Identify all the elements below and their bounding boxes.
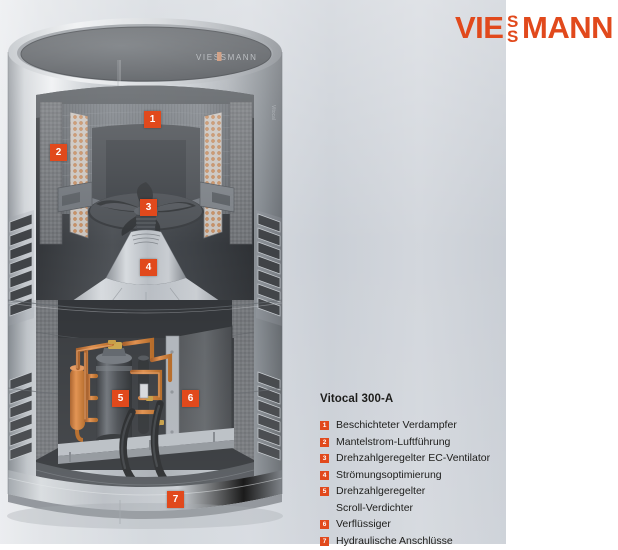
legend-label-1: Beschichteter Verdampfer <box>336 419 457 431</box>
legend-label-2: Mantelstrom-Luftführung <box>336 435 451 448</box>
air-louvers-left-lower <box>9 371 33 461</box>
legend-badge-2: 2 <box>320 437 329 447</box>
legend-badge-3: 3 <box>320 454 329 463</box>
legend-label-4: Strömungsoptimierung <box>336 468 442 481</box>
logo-double-s-top: S <box>507 12 518 31</box>
viessmann-logo: VIE S S MANN <box>455 8 613 48</box>
callout-evaporator[interactable]: 1 <box>144 111 161 128</box>
legend-item-6: 6 Verflüssiger <box>320 517 505 531</box>
legend-badge-4: 4 <box>320 470 329 480</box>
air-louvers-right-lower <box>257 371 281 461</box>
casing-wordmark: VIESSMANN <box>196 53 258 62</box>
svg-text:Vitocal: Vitocal <box>270 105 276 120</box>
air-louvers-right <box>256 210 282 326</box>
legend-item-7: 7 Hydraulische Anschlüsse <box>320 534 505 548</box>
legend-badge-7: 7 <box>320 536 329 546</box>
air-louvers-left <box>8 210 34 326</box>
legend-label-5-cont: Scroll-Verdichter <box>336 501 414 514</box>
product-illustration: VIESSMANN Vitocal <box>7 18 283 529</box>
logo-double-s-bottom: S <box>507 27 518 46</box>
legend-item-3: 3 Drehzahlgeregelter EC-Ventilator <box>320 451 505 465</box>
callout-compressor[interactable]: 5 <box>112 390 129 407</box>
callout-flow-optimisation[interactable]: 4 <box>140 259 157 276</box>
logo-text-right: MANN <box>522 10 613 45</box>
legend-badge-6: 6 <box>320 520 329 529</box>
callout-hydraulic-connections[interactable]: 7 <box>167 491 184 508</box>
legend-item-2: 2 Mantelstrom-Luftführung <box>320 435 505 449</box>
legend-label-3: Drehzahlgeregelter EC-Ventilator <box>336 452 491 464</box>
legend: Vitocal 300-A 1 Beschichteter Verdampfer… <box>320 393 505 550</box>
legend-badge-5: 5 <box>320 487 329 496</box>
callout-air-duct[interactable]: 2 <box>50 144 67 161</box>
legend-item-5-cont: Scroll-Verdichter <box>320 501 505 515</box>
legend-label-7: Hydraulische Anschlüsse <box>336 534 453 547</box>
legend-list: 1 Beschichteter Verdampfer 2 Mantelstrom… <box>320 418 505 548</box>
legend-item-1: 1 Beschichteter Verdampfer <box>320 418 505 432</box>
logo-text-left: VIE <box>455 10 503 45</box>
legend-label-6: Verflüssiger <box>336 518 391 530</box>
legend-badge-1: 1 <box>320 421 329 430</box>
legend-label-5: Drehzahlgeregelter <box>336 485 426 497</box>
legend-item-5: 5 Drehzahlgeregelter <box>320 484 505 498</box>
callout-condenser[interactable]: 6 <box>182 390 199 407</box>
legend-title: Vitocal 300-A <box>320 393 394 405</box>
legend-item-4: 4 Strömungsoptimierung <box>320 468 505 482</box>
callout-fan[interactable]: 3 <box>140 199 157 216</box>
legend-badge-blank <box>320 504 329 513</box>
